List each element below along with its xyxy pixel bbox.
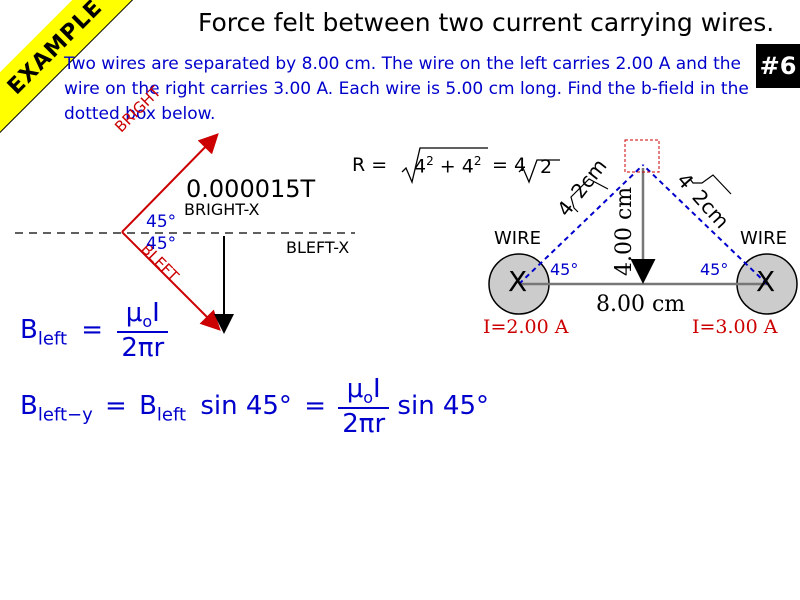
wire-left-into-page-icon: X [508, 265, 528, 298]
hyp-right-radical [689, 174, 732, 195]
wire-left-label: WIRE [494, 228, 541, 249]
current-right-label: I=3.00 A [692, 316, 778, 338]
base-label: 8.00 cm [596, 292, 686, 317]
r-term-a-exp: 2 [426, 154, 434, 168]
problem-number-badge: #6 [756, 44, 800, 88]
formula1-lhs-sub: left [37, 328, 67, 350]
formula2-current: I [373, 374, 381, 404]
formula1-mu-sub: o [142, 312, 153, 332]
r-equals: = [492, 154, 508, 176]
r-equation-radicand: 42 + 42 [414, 154, 481, 177]
b-right-x-label: BRIGHT-X [184, 200, 260, 219]
angle-right-label: 45° [700, 260, 729, 279]
radical-sign-1 [401, 147, 488, 185]
formula-b-left-y: Bleft−y = Bleft sin 45° = μoI 2πr sin 45… [20, 374, 489, 439]
angle-bottom-label: 45° [146, 234, 177, 254]
formula1-equals: = [81, 315, 104, 346]
height-label: 4.00 cm [612, 186, 637, 276]
formula2-mu-sub: o [363, 388, 374, 408]
dotted-box [624, 139, 660, 173]
r-term-a: 4 [414, 155, 427, 178]
formula1-lhs: B [20, 315, 38, 346]
radical-sign-2 [518, 159, 560, 184]
formula2-tail-sin: sin 45° [397, 391, 490, 422]
hypotenuse-left [518, 164, 644, 285]
r-result-radicand: 2 [540, 156, 553, 178]
r-equation-lhs: R = [352, 154, 388, 176]
r-plus: + [439, 155, 456, 178]
formula1-current: I [152, 298, 160, 328]
formula1-mu: μ [125, 298, 143, 328]
angle-top-label: 45° [146, 212, 177, 232]
problem-text: Two wires are separated by 8.00 cm. The … [64, 54, 749, 124]
b-field-value: 0.000015T [186, 175, 316, 203]
hypotenuse-right [642, 164, 768, 285]
b-right-vector [121, 133, 219, 233]
formula1-denominator: 2πr [117, 331, 169, 363]
formula-b-left: Bleft = μoI 2πr [20, 298, 169, 363]
angle-left-label: 45° [550, 260, 579, 279]
r-term-b: 4 [461, 155, 474, 178]
wire-right-label: WIRE [740, 228, 787, 249]
b-left-x-label: BLEFT-X [286, 238, 350, 257]
formula2-lhs-sub: left−y [37, 404, 93, 426]
b-left-vector [121, 231, 221, 331]
formula1-fraction: μoI 2πr [117, 298, 169, 363]
r-result-coef: 4 [513, 154, 527, 176]
current-left-label: I=2.00 A [483, 316, 569, 338]
formula2-mu: μ [346, 374, 364, 404]
formula2-equals1: = [105, 391, 127, 422]
wire-right-into-page-icon: X [756, 265, 776, 298]
r-equation-result: = 4 [492, 154, 526, 176]
formula2-mid: B [139, 391, 157, 422]
formula2-denominator: 2πr [338, 407, 390, 439]
formula2-equals2: = [304, 391, 326, 422]
formula2-mid-sin: sin 45° [200, 391, 292, 422]
formula2-mid-sub: left [156, 404, 187, 426]
r-equation: R = [352, 154, 387, 176]
r-term-b-exp: 2 [473, 154, 482, 168]
page-title: Force felt between two current carrying … [198, 8, 775, 37]
hyp-left-radical [570, 178, 609, 213]
formula2-lhs: B [20, 391, 38, 422]
formula2-fraction: μoI 2πr [338, 374, 390, 439]
